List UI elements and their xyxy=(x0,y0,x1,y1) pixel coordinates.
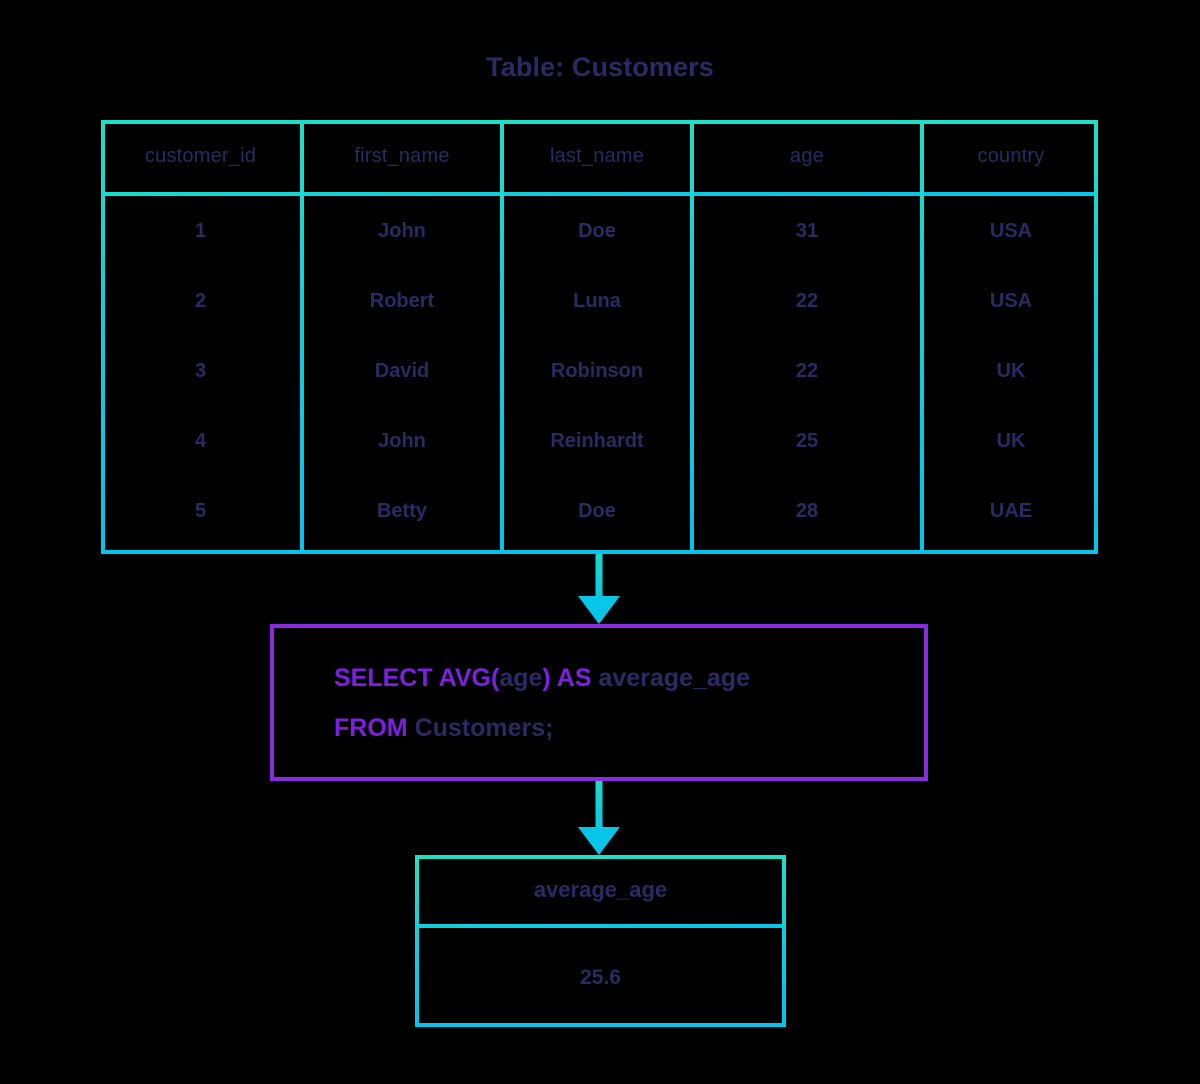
table-row: USA xyxy=(989,289,1033,312)
arrow-shaft xyxy=(595,781,603,831)
table-row: Robert xyxy=(369,289,435,312)
column-header-first-name: first_name xyxy=(354,144,450,167)
sql-function-avg: AVG xyxy=(438,663,491,692)
result-column-header: average_age xyxy=(533,876,668,902)
table-row: Betty xyxy=(376,499,427,522)
table-row: UK xyxy=(996,359,1026,382)
table-row: Luna xyxy=(573,289,621,312)
customers-table: customer_id first_name last_name age cou… xyxy=(101,120,1098,554)
table-row: 22 xyxy=(795,289,819,312)
column-header-country: country xyxy=(977,144,1045,167)
column-header-customer-id: customer_id xyxy=(144,144,257,167)
sql-paren-open: ( xyxy=(490,663,500,692)
table-row: 28 xyxy=(795,499,819,522)
table-row: UK xyxy=(996,429,1026,452)
arrow-head xyxy=(578,827,620,855)
table-row: 1 xyxy=(194,219,207,242)
table-row: Doe xyxy=(578,499,616,522)
result-value: 25.6 xyxy=(580,965,621,989)
table-row: Reinhardt xyxy=(550,429,644,452)
arrow-head xyxy=(578,596,620,624)
table-row: 4 xyxy=(194,429,207,452)
sql-alias-average-age: average_age xyxy=(598,663,750,692)
table-row: 5 xyxy=(194,499,207,522)
sql-line-1: SELECT AVG(age) AS average_age xyxy=(334,653,924,703)
table-row: John xyxy=(378,219,426,242)
arrow-down-icon xyxy=(578,554,620,624)
arrow-shaft xyxy=(595,554,603,600)
table-row: UAE xyxy=(989,499,1033,522)
result-table: average_age 25.6 xyxy=(415,855,786,1027)
table-row: Doe xyxy=(578,219,616,242)
table-row: David xyxy=(374,359,430,382)
table-row: 2 xyxy=(194,289,207,312)
page-title: Table: Customers xyxy=(486,52,714,82)
table-row: 22 xyxy=(795,359,819,382)
sql-column-age: age xyxy=(499,663,543,692)
table-row: 3 xyxy=(194,359,207,382)
table-row: John xyxy=(378,429,426,452)
sql-keyword-as: AS xyxy=(556,663,592,692)
sql-query-box: SELECT AVG(age) AS average_age FROM Cust… xyxy=(270,624,928,781)
arrow-down-icon xyxy=(578,781,620,855)
sql-table-customers: Customers; xyxy=(414,713,554,742)
sql-paren-close: ) xyxy=(542,663,551,692)
table-row: USA xyxy=(989,219,1033,242)
sql-keyword-select: SELECT xyxy=(334,663,433,692)
sql-line-2: FROM Customers; xyxy=(334,703,924,753)
header-separator xyxy=(101,192,1098,196)
sql-keyword-from: FROM xyxy=(334,713,408,742)
column-header-age: age xyxy=(790,144,824,167)
column-header-last-name: last_name xyxy=(549,144,645,167)
table-row: 25 xyxy=(795,429,819,452)
table-row: 31 xyxy=(795,219,819,242)
table-row: Robinson xyxy=(550,359,644,382)
